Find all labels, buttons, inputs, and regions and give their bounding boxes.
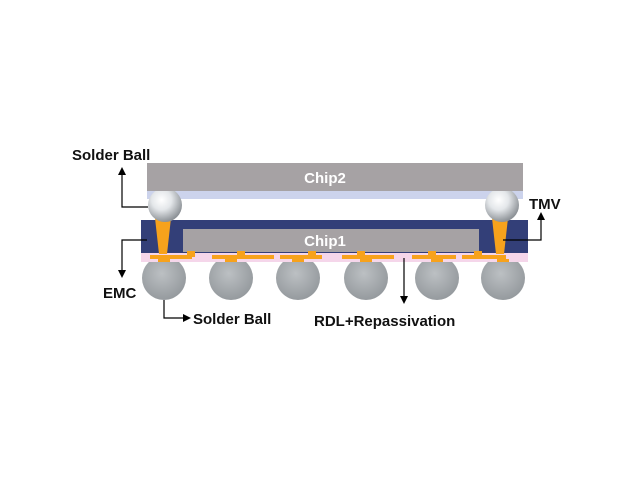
- label-solder-ball-top: Solder Ball: [72, 147, 150, 164]
- top-solder-ball-right: [485, 188, 519, 222]
- solder-ball: [209, 256, 253, 300]
- solder-ball: [344, 256, 388, 300]
- chip1-label: Chip1: [304, 233, 346, 250]
- arrow-solder-ball-bottom: [163, 300, 191, 322]
- label-emc: EMC: [103, 285, 137, 302]
- label-rdl-repassivation: RDL+Repassivation: [314, 313, 455, 330]
- tmv-left: [155, 218, 171, 254]
- label-tmv: TMV: [529, 196, 561, 213]
- chip1: [183, 229, 479, 252]
- arrow-emc: [118, 239, 147, 278]
- tmv-right: [492, 218, 508, 254]
- chip2: [147, 163, 523, 191]
- repassivation-layer: [141, 252, 528, 262]
- bottom-solder-balls: [142, 256, 525, 300]
- chip2-label: Chip2: [304, 170, 346, 187]
- arrow-solder-ball-top: [118, 167, 148, 208]
- arrow-rdl: [400, 258, 408, 304]
- chip2-underlayer: [147, 190, 523, 199]
- solder-ball: [415, 256, 459, 300]
- solder-ball: [481, 256, 525, 300]
- top-solder-ball-left: [148, 188, 182, 222]
- solder-ball: [142, 256, 186, 300]
- rdl-traces: [150, 251, 509, 262]
- arrow-tmv: [503, 212, 545, 241]
- label-solder-ball-bottom: Solder Ball: [193, 311, 271, 328]
- solder-ball: [276, 256, 320, 300]
